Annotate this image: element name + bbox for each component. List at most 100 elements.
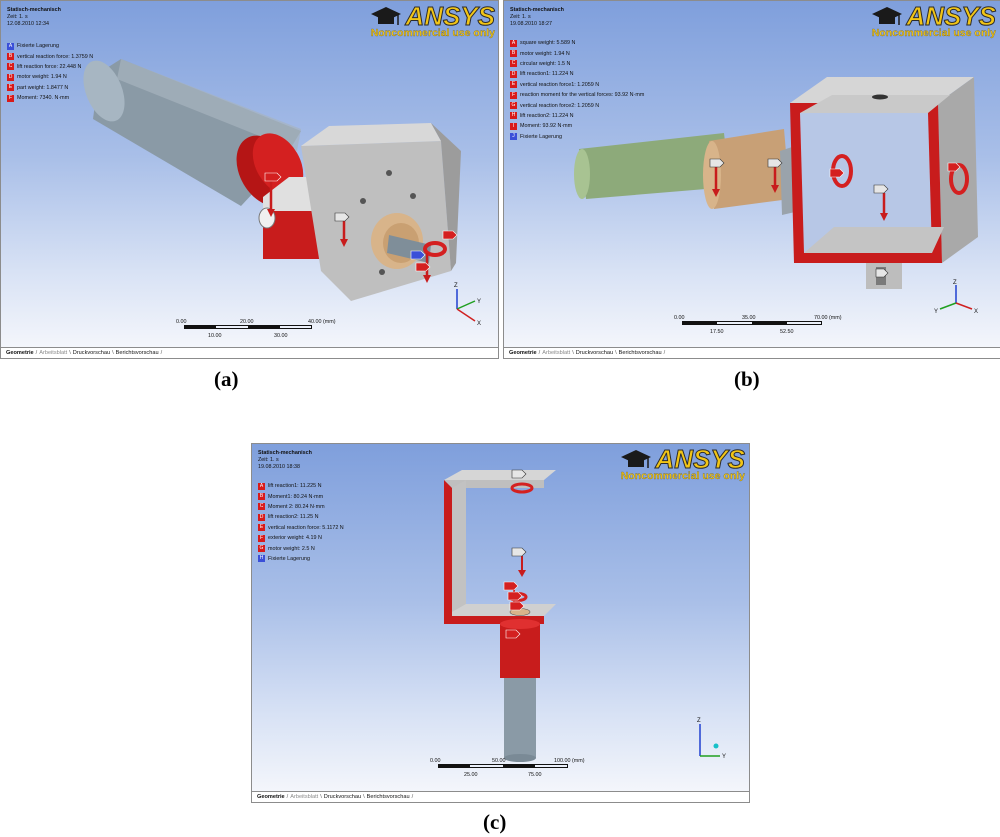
legend-key-badge: E [510,81,517,89]
scale-bottom-label: 10.00 [208,333,222,339]
legend-label: lift reaction2: 11.224 N [520,112,574,119]
scale-top-label: 100.00 (mm) [554,758,585,764]
tab-geometrie[interactable]: Geometrie [257,793,285,800]
legend-label: Fixierte Lagerung [17,43,59,50]
logo-wordmark: ANSYS [655,444,746,474]
legend-key-badge: B [510,50,517,58]
scale-top-label: 70.00 (mm) [814,315,842,321]
view-tabs: Geometrie/ Arbeitsblatt\ Druckvorschau\ … [504,347,1000,358]
legend-key-badge: J [510,133,517,141]
legend-key-badge: E [7,84,14,92]
tab-arbeitsblatt[interactable]: Arbeitsblatt [290,793,319,800]
legend-label: lift reaction1: 11.224 N [520,71,574,78]
scale-bottom-label: 30.00 [274,333,288,339]
analysis-time: Zeit: 1. s [258,457,279,463]
legend-key-badge: G [258,545,265,553]
legend-label: circular weight: 1.5 N [520,60,571,67]
ansys-logo: ANSYS Noncommercial use only [870,1,997,39]
scale-bottom-label: 25.00 [464,772,478,778]
axis-y-label: Y [934,309,938,315]
graphics-viewport[interactable]: Statisch-mechanisch Zeit: 1. s 19.08.201… [504,1,1000,348]
viewer-panel-a: Statisch-mechanisch Zeit: 1. s 12.08.201… [0,0,499,359]
legend-key-badge: E [258,524,265,532]
analysis-time: Zeit: 1. s [510,14,531,20]
legend-key-badge: D [7,73,14,81]
analysis-info: Statisch-mechanisch Zeit: 1. s 19.08.201… [510,7,564,28]
figure-caption: (a) [214,367,239,391]
legend-label: Moment 2: 80.24 N·mm [268,503,325,510]
legend-key-badge: B [258,493,265,501]
tab-geometrie[interactable]: Geometrie [6,349,34,356]
axis-x-label: X [477,321,481,327]
tab-arbeitsblatt[interactable]: Arbeitsblatt [39,349,68,356]
scale-bar: 0.00 20.00 40.00 (mm) 10.00 30.00 [176,319,336,343]
analysis-date: 19.08.2010 18:27 [510,21,552,27]
scale-bottom-label: 75.00 [528,772,542,778]
legend-key-badge: C [7,63,14,71]
legend-key-badge: I [510,122,517,130]
axis-y-label: Y [477,299,481,305]
logo-wordmark: ANSYS [906,1,997,31]
tab-geometrie[interactable]: Geometrie [509,349,537,356]
graphics-viewport[interactable]: Statisch-mechanisch Zeit: 1. s 12.08.201… [1,1,498,348]
scale-bottom-label: 52.50 [780,329,794,335]
axis-z-label: Z [454,283,458,289]
figure-caption: (c) [483,810,507,834]
tab-druckvorschau[interactable]: Druckvorschau [72,349,111,356]
legend-label: Moment: 93.92 N·mm [520,123,573,130]
legend-key-badge: G [510,102,517,110]
legend-key-badge: H [258,555,265,563]
graphics-viewport[interactable]: Statisch-mechanisch Zeit: 1. s 19.08.201… [252,444,749,792]
legend-label: lift reaction1: 11.225 N [268,483,322,490]
tab-berichtsvorschau[interactable]: Berichtsvorschau [618,349,662,356]
tab-berichtsvorschau[interactable]: Berichtsvorschau [115,349,159,356]
tab-arbeitsblatt[interactable]: Arbeitsblatt [542,349,571,356]
legend-key-badge: F [258,534,265,542]
viewer-panel-c: Statisch-mechanisch Zeit: 1. s 19.08.201… [251,443,750,803]
legend-label: Moment: 7340. N·mm [17,95,70,102]
viewer-panel-b: Statisch-mechanisch Zeit: 1. s 19.08.201… [503,0,1000,359]
analysis-title: Statisch-mechanisch [7,7,61,13]
analysis-title: Statisch-mechanisch [510,7,564,13]
legend-key-badge: B [7,53,14,61]
analysis-date: 12.08.2010 12:34 [7,21,49,27]
legend-key-badge: H [510,112,517,120]
tab-druckvorschau[interactable]: Druckvorschau [575,349,614,356]
model-geometry [444,469,556,762]
legend-label: vertical reaction force1: 1.2059 N [520,81,600,88]
legend-key-badge: C [258,503,265,511]
logo-wordmark: ANSYS [405,1,496,31]
analysis-date: 19.08.2010 18:38 [258,464,300,470]
legend-label: lift reaction force: 22.448 N [17,63,82,70]
tab-berichtsvorschau[interactable]: Berichtsvorschau [366,793,410,800]
ansys-logo: ANSYS Noncommercial use only [369,1,496,39]
ansys-logo: ANSYS Noncommercial use only [619,444,746,482]
axis-y-label: Y [722,754,726,760]
legend-label: square weight: 5.589 N [520,40,576,47]
legend-key-badge: F [7,94,14,102]
legend-label: exterior weight: 4.19 N [268,535,322,542]
noncommercial-notice: Noncommercial use only [370,27,495,39]
axis-x-label: X [974,309,978,315]
tab-druckvorschau[interactable]: Druckvorschau [323,793,362,800]
legend-key-badge: A [258,482,265,490]
legend-label: vertical reaction force: 1.3759 N [17,53,94,60]
legend-label: Moment1: 80.24 N·mm [268,493,324,500]
scale-top-label: 0.00 [176,319,187,325]
